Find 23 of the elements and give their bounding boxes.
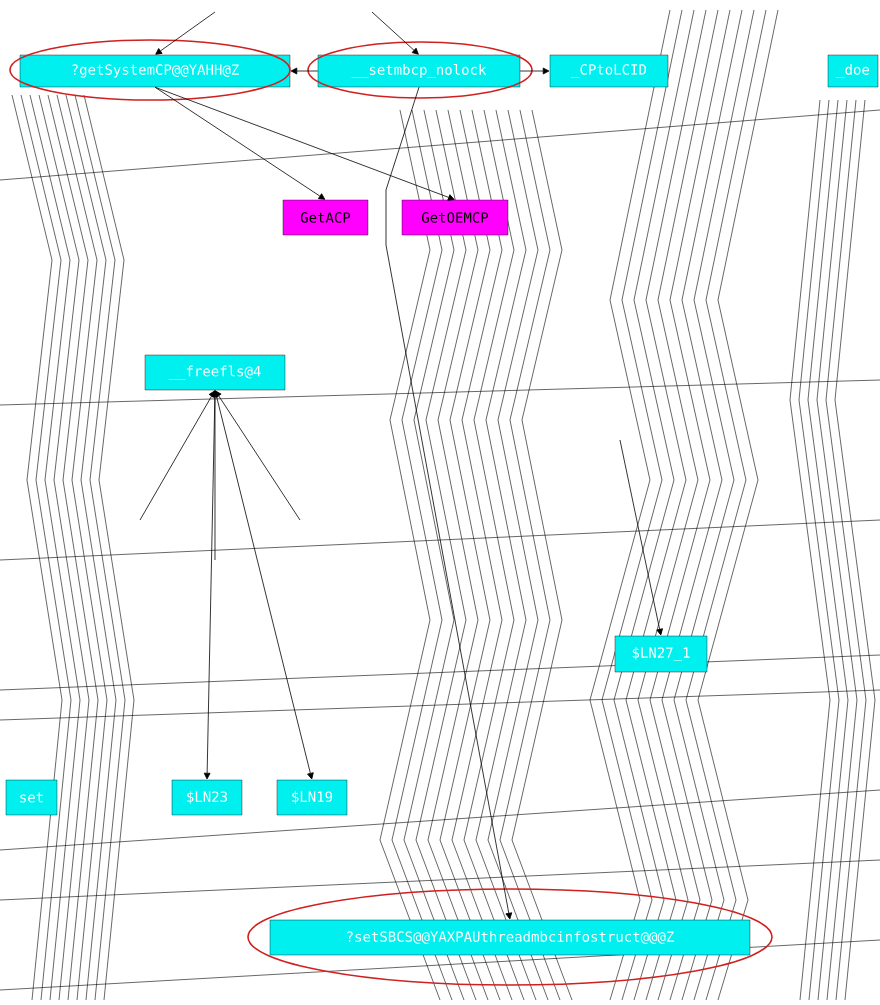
function-box: ?setSBCS@@YAXPAUthreadmbcinfostruct@@@Z <box>269 919 751 956</box>
function-box: GetACP <box>282 199 369 236</box>
arrow <box>154 86 326 200</box>
function-box: _doe <box>827 54 879 88</box>
arrow <box>290 67 319 75</box>
function-box: $LN27_1 <box>614 635 708 673</box>
arrow <box>155 11 216 55</box>
function-box: $LN19 <box>276 779 348 816</box>
function-box: ?getSystemCP@@YAHH@Z <box>19 54 291 88</box>
function-box: set <box>5 779 58 816</box>
function-box: _CPtoLCID <box>549 54 669 88</box>
arrow <box>154 86 455 201</box>
arrow <box>519 67 550 75</box>
function-box: GetOEMCP <box>401 199 509 236</box>
arrow <box>371 11 419 55</box>
function-box: __freefls@4 <box>144 354 286 391</box>
arrow <box>211 390 219 561</box>
function-box: $LN23 <box>171 779 243 816</box>
function-box: __setmbcp_nolock <box>317 54 521 88</box>
arrow <box>385 86 513 920</box>
arrow <box>619 439 663 636</box>
arrow <box>139 390 215 521</box>
arrow <box>215 390 301 521</box>
